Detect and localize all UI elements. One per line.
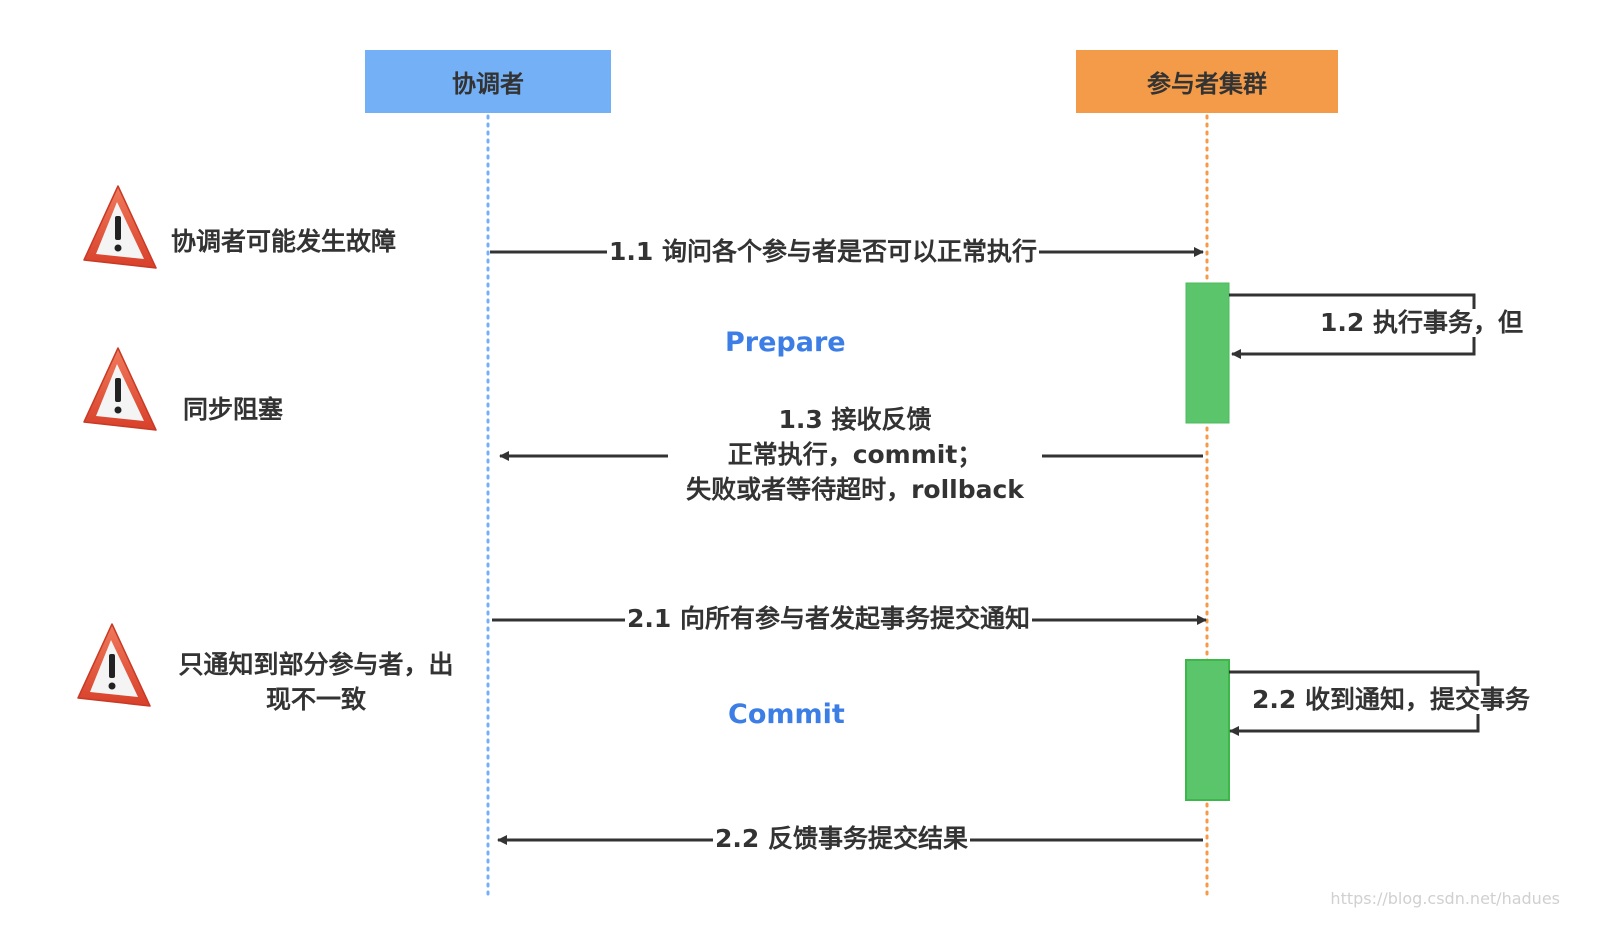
warning-text-inconsistency: 只通知到部分参与者，出 现不一致: [160, 647, 472, 717]
cluster-label: 参与者集群: [1147, 70, 1267, 98]
watermark: https://blog.csdn.net/hadues: [1330, 889, 1560, 908]
activation-bar-prepare: [1185, 282, 1230, 424]
message-1-2-label: 1.2 执行事务，但: [1318, 308, 1525, 337]
warning-text-inconsistency-line2: 现不一致: [265, 685, 366, 714]
coordinator-header-box: [365, 50, 611, 113]
warning-icon: [83, 185, 157, 269]
phase-commit-label: Commit: [728, 699, 845, 730]
warning-text-coordinator-failure: 协调者可能发生故障: [171, 227, 397, 256]
warning-icon: [77, 623, 151, 707]
message-1-3-line2: 正常执行，commit；: [727, 440, 983, 469]
message-2-2-reply-label: 2.2 反馈事务提交结果: [713, 824, 970, 853]
coordinator-label: 协调者: [452, 70, 524, 98]
message-1-2-label-clip: 1.2 执行事务，但: [1318, 306, 1543, 346]
message-1-1-label: 1.1 询问各个参与者是否可以正常执行: [607, 237, 1039, 266]
cluster-header-box: [1076, 50, 1338, 113]
phase-prepare-label: Prepare: [725, 327, 846, 358]
message-2-1-label: 2.1 向所有参与者发起事务提交通知: [625, 604, 1032, 633]
message-1-3-line3: 失败或者等待超时，rollback: [686, 475, 1024, 504]
warning-text-sync-blocking: 同步阻塞: [183, 395, 284, 424]
warning-icon: [83, 347, 157, 431]
coordinator-header: 协调者: [365, 50, 611, 113]
message-2-2-self-label: 2.2 收到通知，提交事务: [1250, 685, 1532, 714]
message-2-2-self-label-clip: 2.2 收到通知，提交事务: [1250, 683, 1543, 723]
activation-bar-commit: [1185, 659, 1230, 801]
cluster-header: 参与者集群: [1076, 50, 1338, 113]
warning-text-inconsistency-line1: 只通知到部分参与者，出: [178, 650, 454, 679]
message-1-3-line1: 1.3 接收反馈: [778, 405, 932, 434]
